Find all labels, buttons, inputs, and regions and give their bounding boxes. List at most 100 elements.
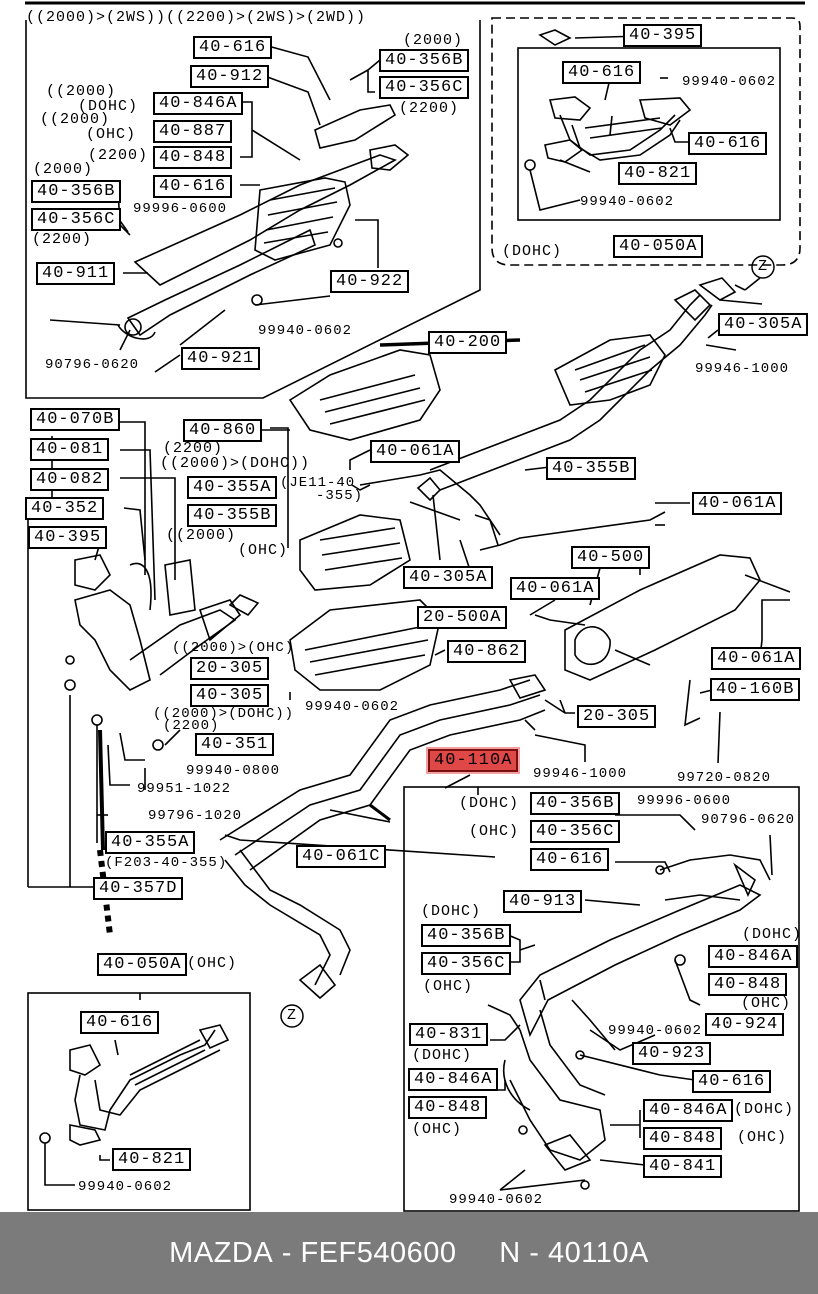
part-label-40-846A[interactable]: 40-846A — [708, 945, 799, 968]
part-label-40-395[interactable]: 40-395 — [28, 526, 108, 549]
part-label-40-500[interactable]: 40-500 — [571, 546, 651, 569]
part-label-40-616[interactable]: 40-616 — [153, 175, 233, 198]
part-label-40-616[interactable]: 40-616 — [692, 1070, 772, 1093]
part-label-40-355B[interactable]: 40-355B — [187, 504, 278, 527]
part-number: FEF540600 — [300, 1236, 457, 1269]
part-label-40-356C[interactable]: 40-356C — [31, 208, 122, 231]
part-label-40-911[interactable]: 40-911 — [36, 262, 116, 285]
part-label-40-356B[interactable]: 40-356B — [421, 924, 512, 947]
part-label-40-860[interactable]: 40-860 — [183, 419, 263, 442]
part-label-40-616[interactable]: 40-616 — [688, 132, 768, 155]
note-label: (OHC) — [412, 1121, 463, 1138]
part-label-40-848[interactable]: 40-848 — [153, 146, 233, 169]
part-label-40-200[interactable]: 40-200 — [428, 331, 508, 354]
part-label-40-848[interactable]: 40-848 — [643, 1127, 723, 1150]
part-label-40-912[interactable]: 40-912 — [190, 65, 270, 88]
part-label-20-305[interactable]: 20-305 — [190, 657, 270, 680]
part-label-40-923[interactable]: 40-923 — [632, 1042, 712, 1065]
part-label-40-082[interactable]: 40-082 — [30, 468, 110, 491]
bolt-number-label: 99940-0602 — [305, 699, 400, 715]
part-label-40-305A[interactable]: 40-305A — [403, 566, 494, 589]
note-label: (OHC) — [737, 1129, 788, 1146]
part-label-40-355A[interactable]: 40-355A — [105, 831, 196, 854]
bolt-number-label: 90796-0620 — [45, 357, 140, 373]
part-label-40-848[interactable]: 40-848 — [408, 1096, 488, 1119]
part-label-40-355B[interactable]: 40-355B — [546, 457, 637, 480]
part-label-40-356C[interactable]: 40-356C — [530, 820, 621, 843]
bolt-number-label: 99940-0602 — [78, 1179, 173, 1195]
part-label-40-862[interactable]: 40-862 — [447, 640, 527, 663]
part-label-40-913[interactable]: 40-913 — [503, 890, 583, 913]
bolt-number-label: 99940-0602 — [682, 74, 777, 90]
note-label: (DOHC) — [459, 795, 520, 812]
part-label-40-821[interactable]: 40-821 — [112, 1148, 192, 1171]
note-label: (DOHC) — [742, 926, 803, 943]
bolt-number-label: 99720-0820 — [677, 770, 772, 786]
note-label: (2000) — [33, 161, 94, 178]
separator: - — [273, 1236, 301, 1269]
part-label-40-616[interactable]: 40-616 — [530, 848, 610, 871]
part-label-40-061A[interactable]: 40-061A — [692, 492, 783, 515]
part-label-40-616[interactable]: 40-616 — [80, 1011, 160, 1034]
part-label-40-352[interactable]: 40-352 — [25, 497, 105, 520]
part-label-40-924[interactable]: 40-924 — [705, 1013, 785, 1036]
part-label-40-616[interactable]: 40-616 — [193, 36, 273, 59]
note-label: (OHC) — [423, 978, 474, 995]
part-label-40-061A[interactable]: 40-061A — [510, 577, 601, 600]
part-label-40-831[interactable]: 40-831 — [409, 1023, 489, 1046]
part-label-40-616[interactable]: 40-616 — [562, 61, 642, 84]
part-label-40-110A-highlighted[interactable]: 40-110A — [428, 749, 519, 772]
bolt-number-label: 99940-0602 — [449, 1192, 544, 1208]
part-label-40-356B[interactable]: 40-356B — [31, 180, 122, 203]
note-label: (2200) — [163, 718, 220, 734]
note-label: ((2000) — [166, 527, 237, 544]
bolt-number-label: 99940-0602 — [608, 1023, 703, 1039]
caption-bar: MAZDA - FEF540600 N - 40110A — [0, 1212, 818, 1294]
note-label: (OHC) — [469, 823, 520, 840]
reference-code: 40110A — [548, 1236, 649, 1269]
spacer — [456, 1237, 499, 1270]
part-label-40-887[interactable]: 40-887 — [153, 120, 233, 143]
part-label-40-160B[interactable]: 40-160B — [710, 678, 801, 701]
part-label-40-355A[interactable]: 40-355A — [187, 476, 278, 499]
part-label-40-921[interactable]: 40-921 — [181, 347, 261, 370]
bolt-number-label: 99940-0800 — [186, 763, 281, 779]
part-label-40-848[interactable]: 40-848 — [708, 973, 788, 996]
part-label-40-356B[interactable]: 40-356B — [379, 49, 470, 72]
part-label-40-305[interactable]: 40-305 — [190, 684, 270, 707]
part-label-40-922[interactable]: 40-922 — [330, 270, 410, 293]
part-label-20-500A[interactable]: 20-500A — [417, 606, 508, 629]
part-label-40-841[interactable]: 40-841 — [643, 1155, 723, 1178]
note-label: (2200) — [88, 147, 149, 164]
bolt-number-label: 99996-0600 — [637, 793, 732, 809]
note-label: ((2000)>(DOHC)) — [160, 455, 311, 472]
part-label-40-070B[interactable]: 40-070B — [30, 408, 121, 431]
part-label-40-081[interactable]: 40-081 — [30, 438, 110, 461]
part-label-40-356C[interactable]: 40-356C — [421, 952, 512, 975]
note-label: (2200) — [163, 440, 224, 457]
part-label-40-061C[interactable]: 40-061C — [296, 845, 387, 868]
note-label: (OHC) — [741, 995, 792, 1012]
part-label-40-356B[interactable]: 40-356B — [530, 792, 621, 815]
part-label-40-305A[interactable]: 40-305A — [718, 313, 809, 336]
part-label-40-061A[interactable]: 40-061A — [711, 647, 802, 670]
part-label-40-846A[interactable]: 40-846A — [408, 1068, 499, 1091]
note-label: (DOHC) — [421, 903, 482, 920]
part-label-40-395[interactable]: 40-395 — [623, 24, 703, 47]
part-label-40-357D[interactable]: 40-357D — [93, 877, 184, 900]
part-label-40-351[interactable]: 40-351 — [195, 733, 275, 756]
part-label-40-050A[interactable]: 40-050A — [613, 235, 704, 258]
part-label-40-821[interactable]: 40-821 — [618, 162, 698, 185]
part-label-40-846A[interactable]: 40-846A — [153, 92, 244, 115]
part-label-40-356C[interactable]: 40-356C — [379, 76, 470, 99]
note-label: (DOHC) — [412, 1047, 473, 1064]
note-label: (DOHC) — [502, 243, 563, 260]
part-label-40-050A[interactable]: 40-050A — [97, 953, 188, 976]
reference-prefix: N - — [499, 1236, 548, 1269]
title-row-label: ((2000)>(2WS))((2200)>(2WS)>(2WD)) — [26, 9, 367, 26]
part-label-40-061A[interactable]: 40-061A — [370, 440, 461, 463]
note-label: (OHC) — [187, 955, 238, 972]
note-label: ((2000) — [40, 111, 111, 128]
part-label-40-846A[interactable]: 40-846A — [643, 1099, 734, 1122]
part-label-20-305[interactable]: 20-305 — [577, 705, 657, 728]
